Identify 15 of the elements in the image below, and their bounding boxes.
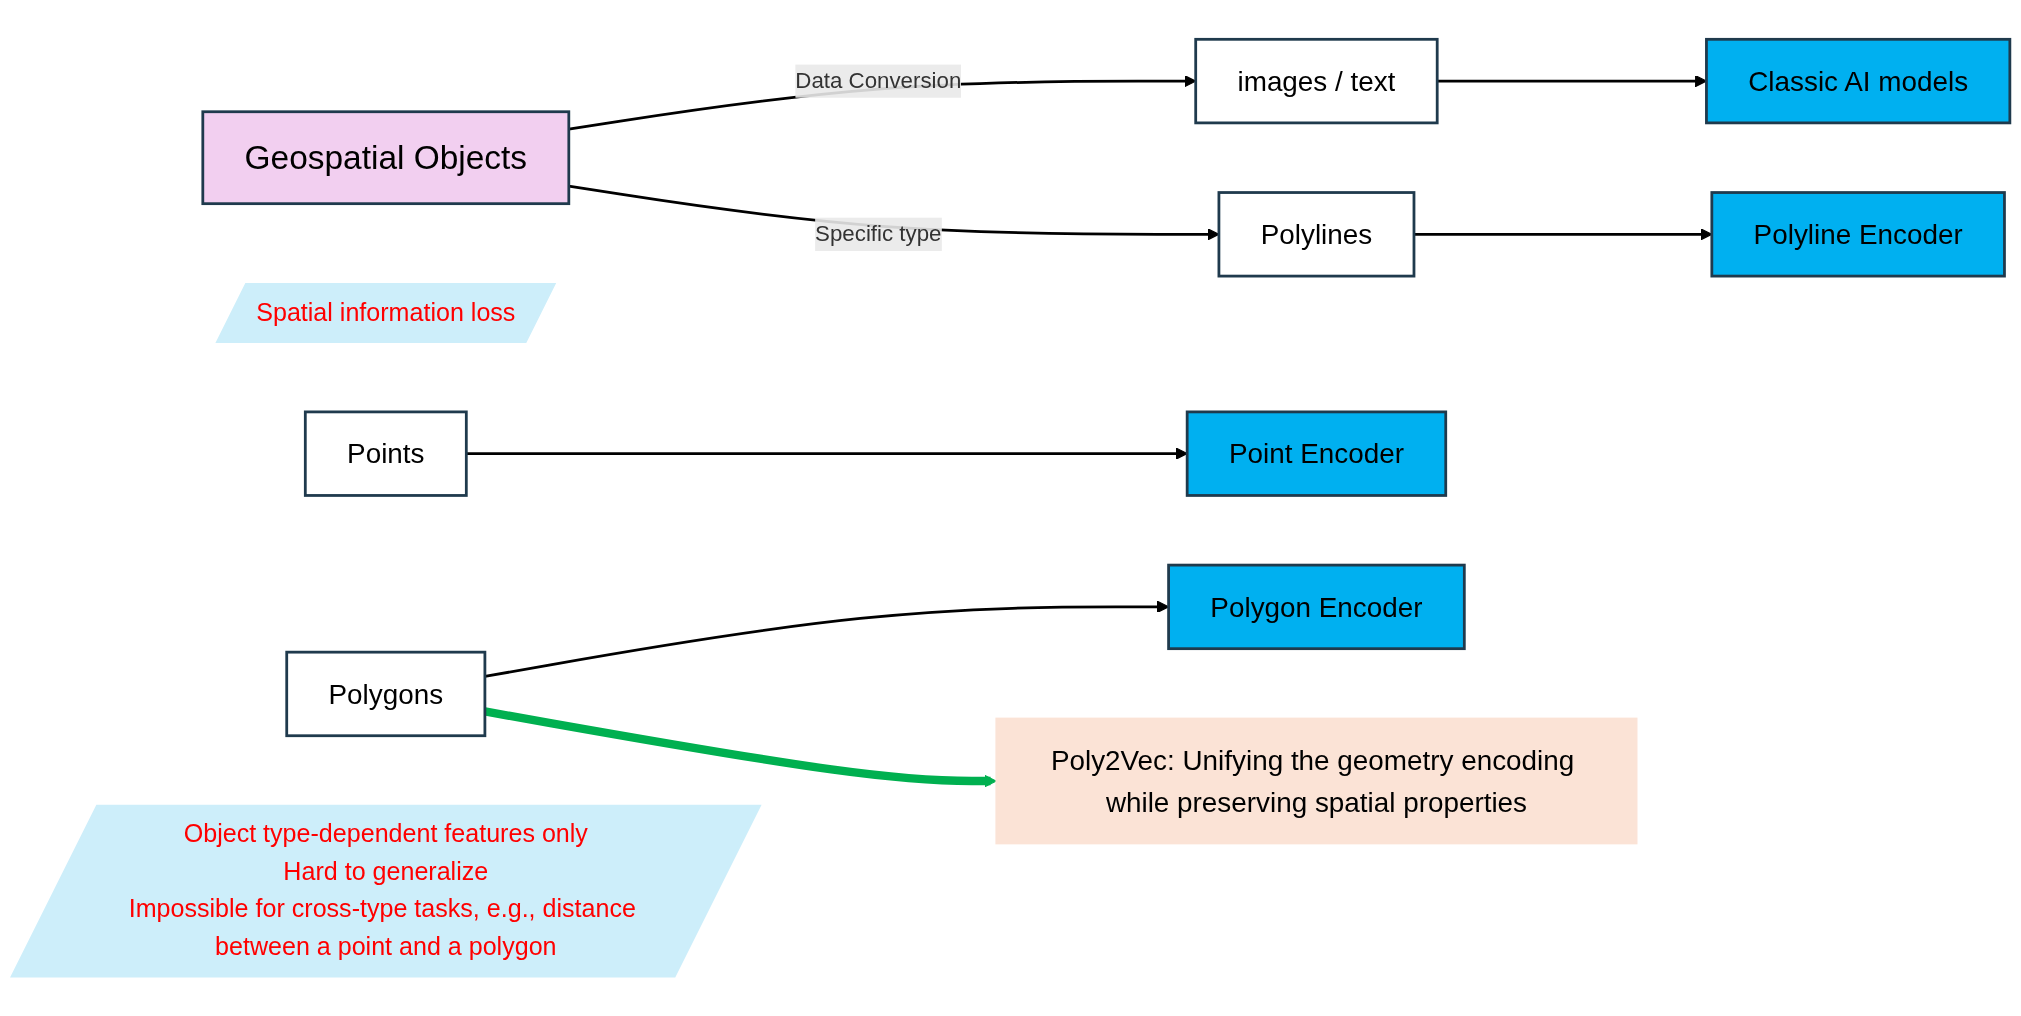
node-box: Geospatial Objects — [201, 110, 571, 206]
node-box: Classic AI models — [1705, 37, 2012, 125]
edge-label: Specific type — [815, 221, 942, 246]
node-box: Polygon Encoder — [1167, 563, 1466, 651]
node-box: Polylines — [1217, 191, 1416, 278]
arrow — [484, 707, 997, 788]
node-box: Polyline Encoder — [1710, 191, 2006, 278]
node-box: Polygons — [285, 650, 487, 738]
arrow — [1437, 74, 1707, 88]
node-box: Point Encoder — [1185, 410, 1448, 497]
edge-label: Data Conversion — [795, 68, 962, 93]
node-box: images / text — [1194, 37, 1439, 125]
node-box: Poly2Vec: Unifying the geometry encoding while preserving spatial properties — [995, 717, 1638, 845]
node-box: Points — [303, 410, 468, 497]
arrow — [466, 447, 1188, 460]
